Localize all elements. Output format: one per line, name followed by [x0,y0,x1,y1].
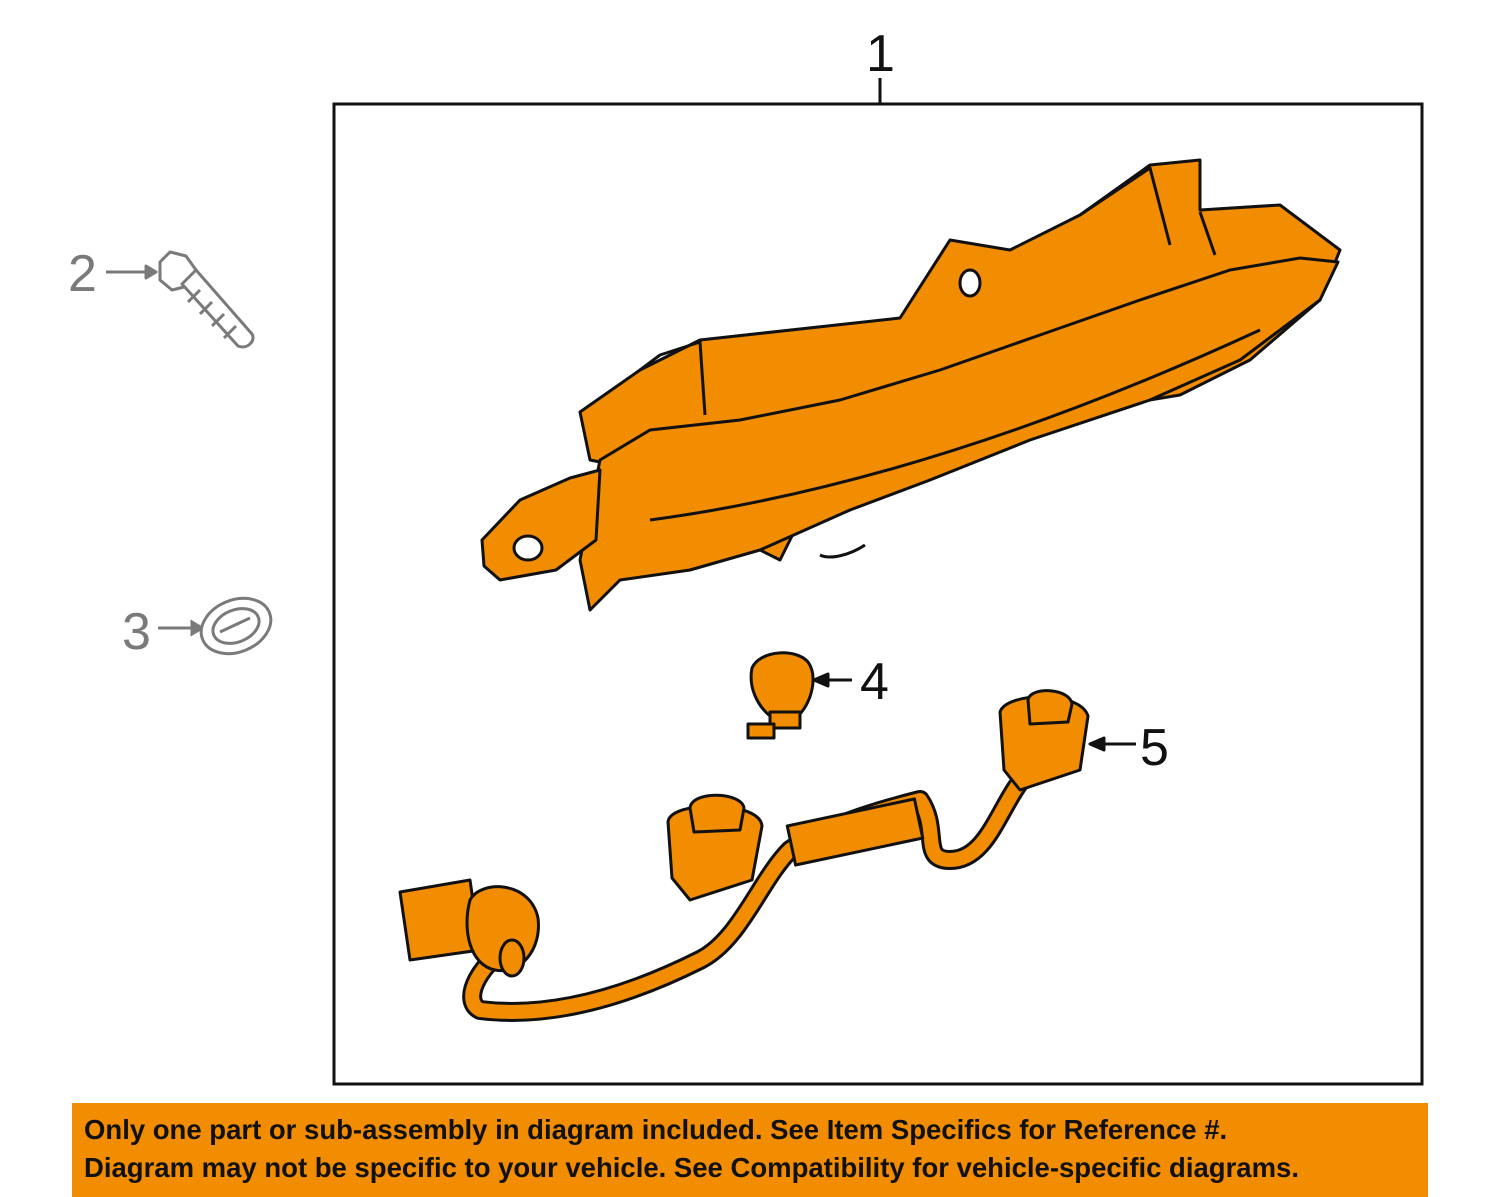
callout-4: 4 [860,653,889,711]
disclaimer-banner-bg [72,1103,1428,1197]
clip-part [158,596,273,656]
lamp-housing-part [480,158,1342,612]
disclaimer-banner: Only one part or sub-assembly in diagram… [72,1103,1428,1197]
callout-1: 1 [866,25,895,83]
disclaimer-line-2: Diagram may not be specific to your vehi… [84,1152,1299,1183]
disclaimer-line-1: Only one part or sub-assembly in diagram… [84,1114,1228,1145]
bulb-part [746,651,852,740]
bolt-part [106,250,255,349]
callout-3: 3 [122,603,151,661]
harness-part [398,689,1136,1022]
callout-2: 2 [68,245,97,303]
callout-5: 5 [1140,719,1169,777]
assembly-frame [332,102,1424,1086]
